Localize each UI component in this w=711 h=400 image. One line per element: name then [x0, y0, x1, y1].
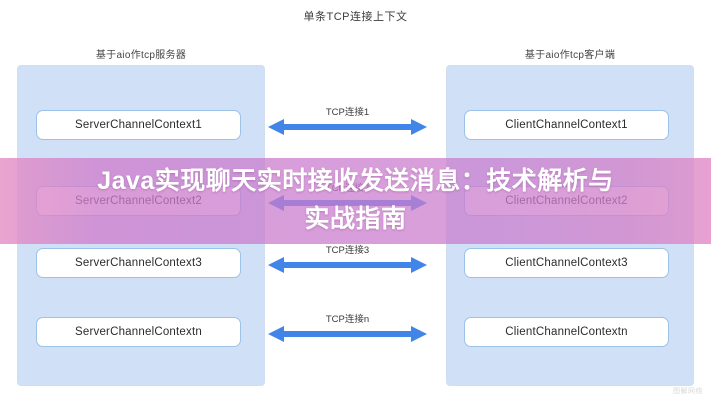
- server-context-box-3[interactable]: ServerChannelContext3: [36, 248, 241, 278]
- connection-group-3: TCP连接3: [268, 242, 427, 276]
- connection-group-1: TCP连接1: [268, 104, 427, 138]
- double-arrow-icon: [268, 257, 427, 273]
- diagram-title: 单条TCP连接上下文: [303, 11, 408, 23]
- client-context-box-n[interactable]: ClientChannelContextn: [464, 317, 669, 347]
- title-overlay-band: [0, 158, 711, 244]
- column-header-client: 基于aio作tcp客户端: [524, 50, 616, 61]
- overlay-title-line-2: 实战指南: [304, 205, 407, 233]
- double-arrow-icon: [268, 326, 427, 342]
- client-context-box-1[interactable]: ClientChannelContext1: [464, 110, 669, 140]
- connection-label-3: TCP连接3: [325, 245, 370, 256]
- server-context-box-n[interactable]: ServerChannelContextn: [36, 317, 241, 347]
- server-context-box-1[interactable]: ServerChannelContext1: [36, 110, 241, 140]
- connection-group-n: TCP连接n: [268, 311, 427, 345]
- overlay-title-line-1: Java实现聊天实时接收发送消息：技术解析与: [97, 167, 614, 195]
- watermark: 图解网络: [673, 388, 703, 395]
- client-context-box-3[interactable]: ClientChannelContext3: [464, 248, 669, 278]
- double-arrow-icon: [268, 119, 427, 135]
- connection-label-n: TCP连接n: [325, 314, 370, 325]
- column-header-server: 基于aio作tcp服务器: [95, 50, 187, 61]
- overlay-title: Java实现聊天实时接收发送消息：技术解析与 实战指南: [0, 162, 711, 238]
- connection-label-1: TCP连接1: [325, 107, 370, 118]
